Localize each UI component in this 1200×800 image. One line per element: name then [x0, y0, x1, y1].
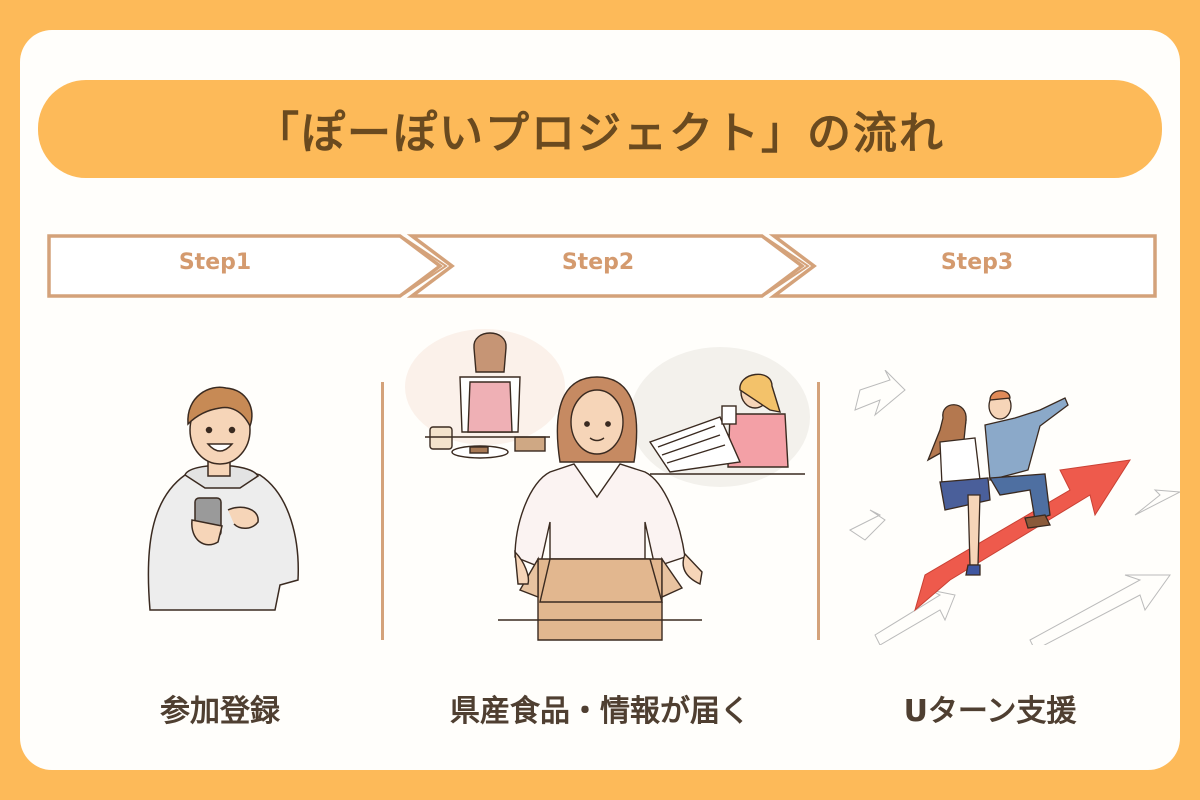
divider-right — [817, 382, 820, 640]
page-title: 「ぽーぽいプロジェクト」の流れ — [255, 108, 945, 159]
step-2-label: Step2 — [561, 250, 635, 275]
step-3-caption: Uターン支援 — [903, 694, 1077, 729]
step-3-label: Step3 — [940, 250, 1014, 275]
woman-opening-box-illustration — [405, 329, 810, 641]
title-banner: 「ぽーぽいプロジェクト」の流れ — [38, 80, 1162, 178]
man-smartphone-illustration — [147, 386, 299, 611]
step-1-caption: 参加登録 — [160, 694, 280, 729]
couple-riding-arrow-illustration — [849, 370, 1180, 645]
step-2-caption: 県産食品・情報が届く — [450, 694, 750, 729]
divider-left — [381, 382, 384, 640]
step-1-label: Step1 — [178, 250, 252, 275]
